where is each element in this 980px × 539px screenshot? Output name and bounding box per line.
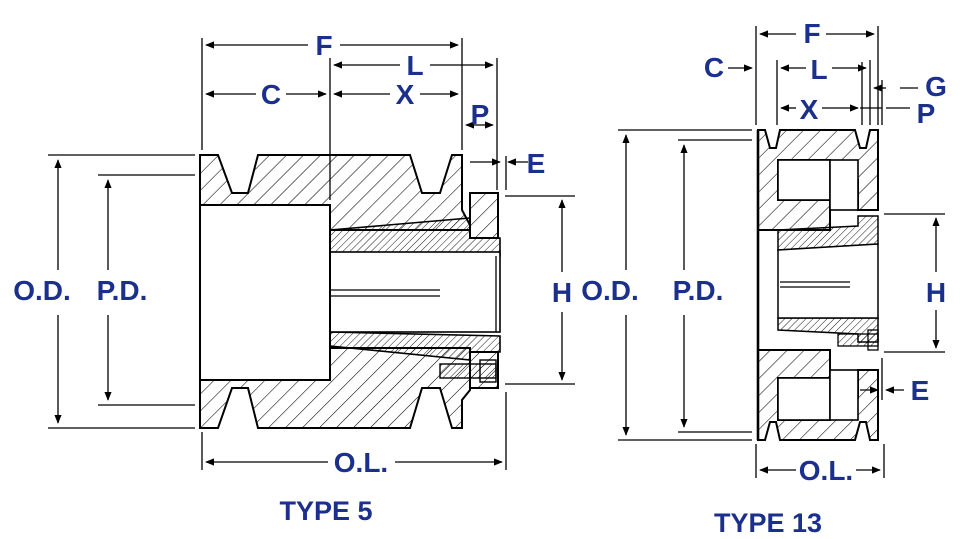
type13-label-E: E: [911, 375, 930, 406]
type5-label-OD: O.D.: [13, 275, 71, 306]
type5-label-L: L: [406, 50, 423, 81]
type5-label-P: P: [471, 99, 490, 130]
type5-label-OL: O.L.: [334, 447, 388, 478]
type13-labels: F C L G X P O.D. P.D. H E O.L. TYPE 13: [581, 18, 947, 538]
type13-label-OD: O.D.: [581, 275, 639, 306]
type5-label-PD: P.D.: [97, 275, 148, 306]
type13-label-L: L: [810, 54, 827, 85]
type13-label-PD: P.D.: [673, 275, 724, 306]
type13-label-C: C: [704, 52, 724, 83]
type5-labels: F L C X P E O.D. P.D. H O.L. TYPE 5: [13, 30, 572, 526]
type13-dimensions: [618, 26, 945, 478]
type5-label-X: X: [396, 79, 415, 110]
type5-caption: TYPE 5: [279, 496, 372, 526]
type5-label-H: H: [552, 277, 572, 308]
type5-label-C: C: [261, 79, 281, 110]
type5-label-F: F: [315, 30, 332, 61]
type13-label-X: X: [800, 94, 819, 125]
type13-label-OL: O.L.: [799, 455, 853, 486]
type13-label-P: P: [917, 98, 936, 129]
type13-caption: TYPE 13: [714, 508, 822, 538]
type13-label-G: G: [925, 71, 947, 102]
type5-dimensions: [48, 38, 575, 470]
type5-pulley: [199, 154, 501, 429]
type13-pulley: [756, 129, 879, 441]
type13-label-H: H: [926, 277, 946, 308]
type13-label-F: F: [803, 18, 820, 49]
type5-label-E: E: [527, 148, 546, 179]
